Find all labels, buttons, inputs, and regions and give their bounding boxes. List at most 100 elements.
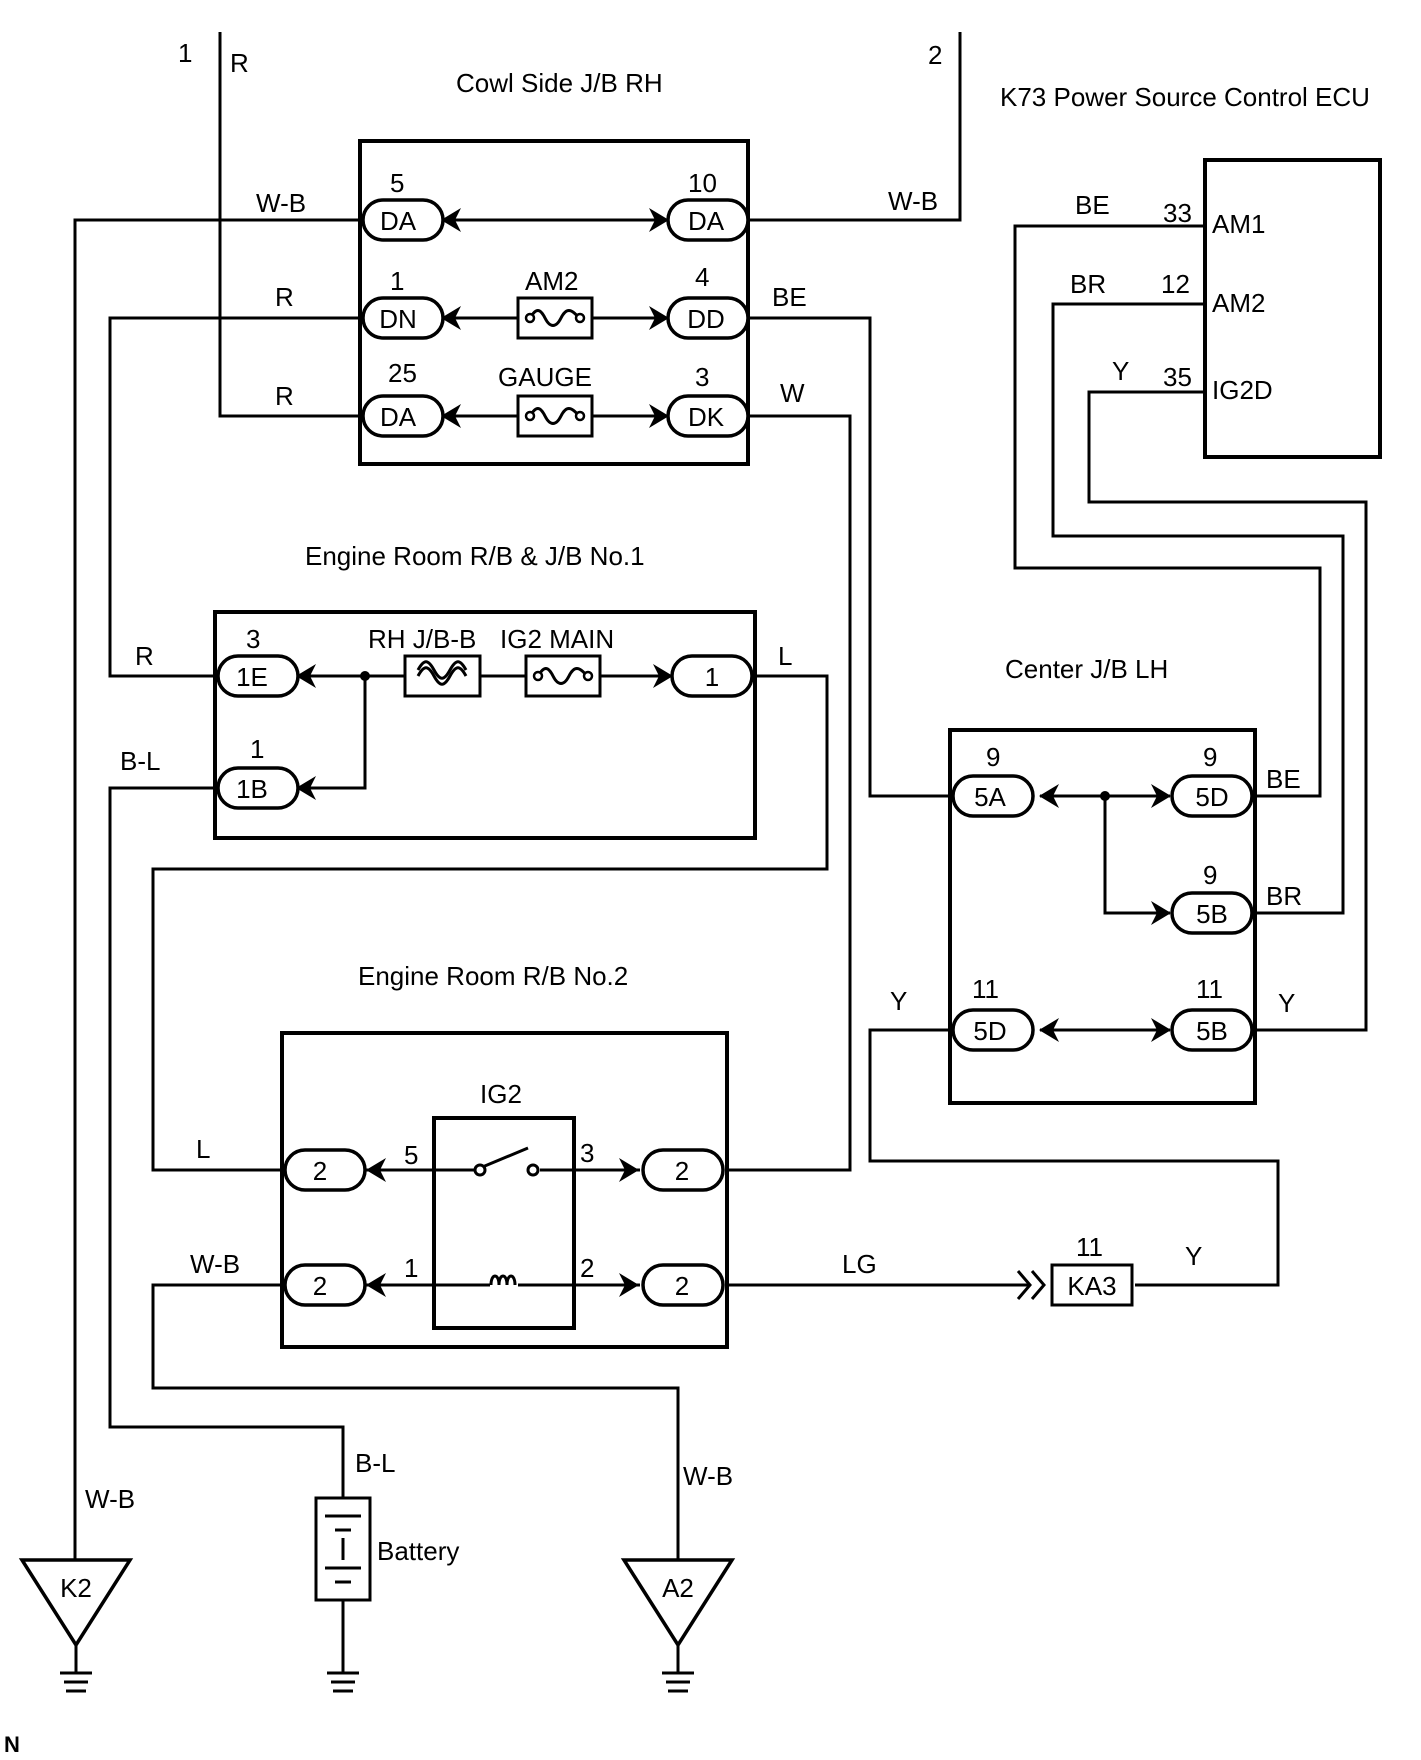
battery-label: Battery xyxy=(377,1536,459,1566)
relay-pin-5: 5 xyxy=(404,1140,418,1170)
junction-jb1 xyxy=(360,671,370,681)
jb1-fuse-label-ig2main: IG2 MAIN xyxy=(500,624,614,654)
fuse-am2 xyxy=(516,296,594,340)
wire-label-wb-relay: W-B xyxy=(190,1249,240,1279)
fuse-ig2-main xyxy=(524,654,602,698)
cowl-conn-right-3: DK xyxy=(688,402,725,432)
pill-cowl-left-2 xyxy=(361,296,445,340)
cowl-pin-num-left-1: 5 xyxy=(390,168,404,198)
wire-label-l-jb1: L xyxy=(778,641,792,671)
pill-center-5b-9 xyxy=(1170,891,1254,935)
jb1-pin-num-1e: 3 xyxy=(246,624,260,654)
ecu-box xyxy=(1203,158,1382,459)
ecu-pin-name-3: IG2D xyxy=(1212,375,1273,405)
center-pin-num-5b-11: 11 xyxy=(1196,974,1223,1004)
ecu-pin-num-3: 35 xyxy=(1163,362,1192,392)
ka3-pin-num: 11 xyxy=(1076,1232,1103,1262)
wire-label-wb-left: W-B xyxy=(256,188,306,218)
fuse-label-gauge: GAUGE xyxy=(498,362,592,392)
wire-1-number: 1 xyxy=(178,38,192,68)
pill-center-5d-11 xyxy=(951,1008,1035,1052)
jb1-conn-right: 1 xyxy=(705,662,719,692)
center-conn-5d-9: 5D xyxy=(1195,782,1228,812)
relay-coil-icon xyxy=(489,1274,517,1286)
connector-arrows xyxy=(296,208,1171,1297)
pill-relay-left-bottom xyxy=(283,1263,367,1307)
ground-a2-label: A2 xyxy=(662,1573,694,1603)
relay-conn-right-top: 2 xyxy=(675,1156,689,1186)
center-pin-num-5a: 9 xyxy=(986,742,1000,772)
internal-lines xyxy=(296,218,1170,1287)
jb1-pin-num-1b: 1 xyxy=(250,734,264,764)
cowl-pin-num-left-3: 25 xyxy=(388,358,417,388)
pill-cowl-left-1 xyxy=(361,198,445,242)
engine-rb2-title: Engine Room R/B No.2 xyxy=(358,961,628,991)
pill-relay-right-bottom xyxy=(641,1263,725,1307)
wires xyxy=(73,32,1368,1560)
pill-jb1-1b xyxy=(216,766,300,810)
wire-label-be-dd: BE xyxy=(772,282,807,312)
pill-cowl-left-3 xyxy=(361,394,445,438)
engine-jb1-box xyxy=(213,610,757,840)
jb1-fuse-label-rhjbb: RH J/B-B xyxy=(368,624,476,654)
center-conn-5a: 5A xyxy=(974,782,1006,812)
fuse-label-am2: AM2 xyxy=(525,266,578,296)
jb1-conn-1b: 1B xyxy=(236,774,268,804)
wire-label-lg: LG xyxy=(842,1249,877,1279)
wire-label-bl-1b: B-L xyxy=(120,746,160,776)
wire-label-y-ka3: Y xyxy=(1185,1241,1202,1271)
relay-conn-left-bottom: 2 xyxy=(313,1271,327,1301)
cowl-pin-num-right-1: 10 xyxy=(688,168,717,198)
pill-cowl-right-2 xyxy=(666,296,750,340)
engine-jb1-title: Engine Room R/B & J/B No.1 xyxy=(305,541,645,571)
wire-label-r-dn: R xyxy=(275,282,294,312)
relay-contact-right xyxy=(526,1163,540,1177)
center-pin-num-5d-9: 9 xyxy=(1203,742,1217,772)
pill-center-5a xyxy=(951,774,1035,818)
battery-icon xyxy=(314,1496,372,1693)
pill-cowl-right-3 xyxy=(666,394,750,438)
ka3-connector xyxy=(1050,1263,1134,1307)
cowl-pin-num-right-3: 3 xyxy=(695,362,709,392)
ground-k2 xyxy=(18,1558,134,1693)
pill-relay-right-top xyxy=(641,1148,725,1192)
jb1-conn-1e: 1E xyxy=(236,662,268,692)
ka3-label: KA3 xyxy=(1067,1271,1116,1301)
center-pin-num-5d-11: 11 xyxy=(972,974,999,1004)
pill-center-5d-9 xyxy=(1170,774,1254,818)
pill-cowl-right-1 xyxy=(666,198,750,242)
ecu-pin-num-1: 33 xyxy=(1163,198,1192,228)
wire-label-r-1e: R xyxy=(135,641,154,671)
wire-label-be-center: BE xyxy=(1266,764,1301,794)
cowl-conn-left-2: DN xyxy=(379,304,417,334)
wire-label-br-center: BR xyxy=(1266,881,1302,911)
ecu-title: K73 Power Source Control ECU xyxy=(1000,82,1370,112)
relay-conn-left-top: 2 xyxy=(313,1156,327,1186)
ground-k2-label: K2 xyxy=(60,1573,92,1603)
wire-label-be-ecu: BE xyxy=(1075,190,1110,220)
pill-center-5b-11 xyxy=(1170,1008,1254,1052)
fuse-rh-jbb xyxy=(403,654,482,698)
wire-label-wb-k2: W-B xyxy=(85,1484,135,1514)
wire-label-wb-right: W-B xyxy=(888,186,938,216)
center-conn-5b-11: 5B xyxy=(1196,1016,1228,1046)
ka3-chevron xyxy=(1016,1270,1046,1300)
wire-label-y-center-right: Y xyxy=(1278,988,1295,1018)
relay-label: IG2 xyxy=(480,1079,522,1109)
cowl-pin-num-right-2: 4 xyxy=(695,262,709,292)
relay-pin-1: 1 xyxy=(404,1253,418,1283)
junction-center-jb xyxy=(1100,791,1110,801)
ecu-pin-name-2: AM2 xyxy=(1212,288,1265,318)
relay-conn-right-bottom: 2 xyxy=(675,1271,689,1301)
cowl-jb-box xyxy=(358,139,750,466)
center-pin-num-5b-9: 9 xyxy=(1203,860,1217,890)
cowl-conn-right-1: DA xyxy=(688,206,725,236)
ecu-pin-num-2: 12 xyxy=(1161,269,1190,299)
engine-rb2-box xyxy=(280,1031,729,1349)
center-conn-5d-11: 5D xyxy=(973,1016,1006,1046)
wire-label-l-relay: L xyxy=(196,1134,210,1164)
pill-jb1-1e xyxy=(216,654,300,698)
wire-label-wb-a2: W-B xyxy=(683,1461,733,1491)
cowl-conn-right-2: DD xyxy=(687,304,725,334)
